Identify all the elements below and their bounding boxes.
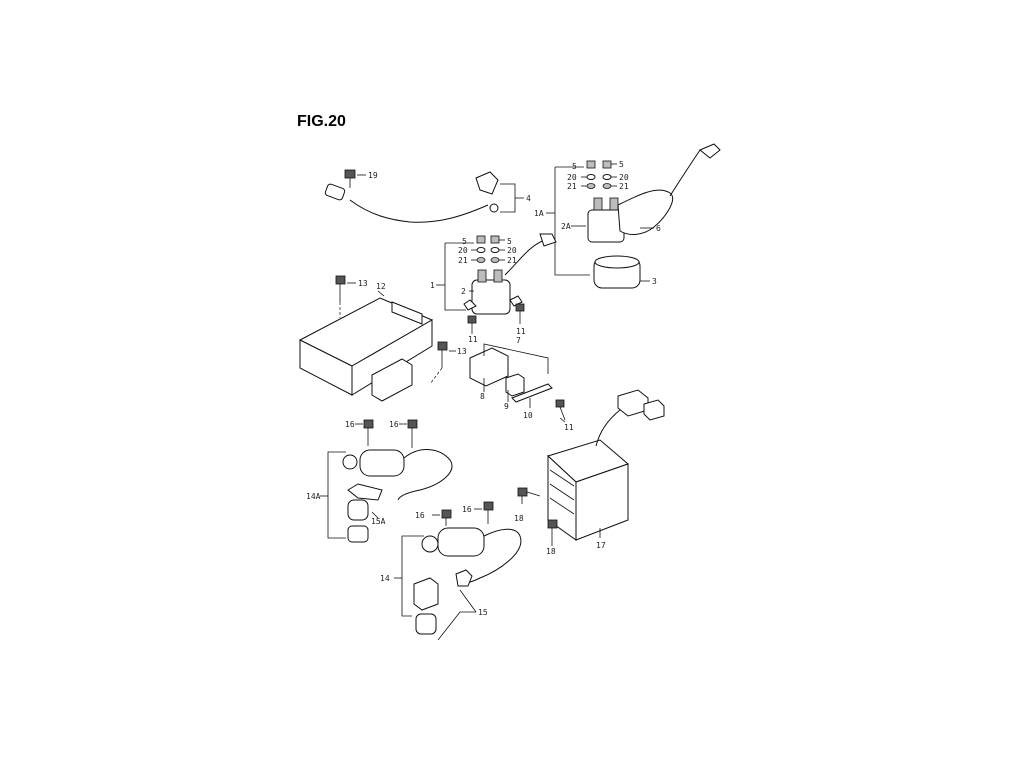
callout-6: 6 <box>656 224 661 233</box>
callout-16-lower-right: 16 <box>462 505 472 514</box>
ignition-coil-14A-part <box>342 449 453 543</box>
callout-8: 8 <box>480 392 485 401</box>
nuts-washers-center <box>476 235 500 263</box>
callout-5-ur-left: 5 <box>572 162 577 171</box>
cdi-unit-12-part <box>298 297 434 402</box>
callout-3: 3 <box>652 277 657 286</box>
callout-19: 19 <box>368 171 378 180</box>
callout-20-ur-left: 20 <box>567 173 577 182</box>
bolt-11-lower-part <box>555 399 566 421</box>
battery-cable-part <box>324 171 499 223</box>
callout-13-upper: 13 <box>358 279 368 288</box>
relay-8-part <box>469 347 553 403</box>
callout-20-ur-right: 20 <box>619 173 629 182</box>
callout-21-ur-right: 21 <box>619 182 629 191</box>
callout-16-upper-right: 16 <box>389 420 399 429</box>
callout-21-ur-left: 21 <box>567 182 577 191</box>
bolts-18-part <box>517 487 558 540</box>
callout-2: 2 <box>461 287 466 296</box>
bolts-16-upper-part <box>363 419 418 448</box>
callout-15A: 15A <box>371 517 386 526</box>
ignition-coil-14-part <box>413 527 522 635</box>
starter-relay-1A-part <box>587 143 721 289</box>
callout-1: 1 <box>430 281 435 290</box>
callout-13-lower: 13 <box>457 347 467 356</box>
callout-1A: 1A <box>534 209 544 218</box>
callout-18-lower: 18 <box>546 547 556 556</box>
callout-20-c-right: 20 <box>507 246 517 255</box>
callout-12: 12 <box>376 282 386 291</box>
callout-14: 14 <box>380 574 390 583</box>
callout-17: 17 <box>596 541 606 550</box>
bolt-19-part <box>344 169 356 188</box>
bolt-13-lower-part <box>437 341 448 368</box>
callout-2A: 2A <box>561 222 571 231</box>
callout-15: 15 <box>478 608 488 617</box>
callout-18-upper: 18 <box>514 514 524 523</box>
callout-14A: 14A <box>306 492 321 501</box>
callout-11-center-right: 11 <box>516 327 526 336</box>
bolt-13-upper-part <box>335 275 346 302</box>
starter-relay-1-part <box>463 233 557 315</box>
nuts-washers-upper-right <box>586 160 612 189</box>
callout-21-c-right: 21 <box>507 256 517 265</box>
callout-5-ur-right: 5 <box>619 160 624 169</box>
callout-21-c-left: 21 <box>458 256 468 265</box>
callout-9: 9 <box>504 402 509 411</box>
callout-11-lower: 11 <box>564 423 574 432</box>
callout-11-center-left: 11 <box>468 335 478 344</box>
bolt-11-center-part <box>467 303 525 334</box>
callout-20-c-left: 20 <box>458 246 468 255</box>
callout-16-upper-left: 16 <box>345 420 355 429</box>
regulator-17-part <box>547 389 665 541</box>
callout-5-c-right: 5 <box>507 237 512 246</box>
bolts-16-lower-part <box>441 501 494 526</box>
callout-5-c-left: 5 <box>462 237 467 246</box>
figure-title: FIG.20 <box>297 113 346 130</box>
callout-4: 4 <box>526 194 531 203</box>
callout-7: 7 <box>516 336 521 345</box>
callout-16-lower-left: 16 <box>415 511 425 520</box>
callout-10: 10 <box>523 411 533 420</box>
